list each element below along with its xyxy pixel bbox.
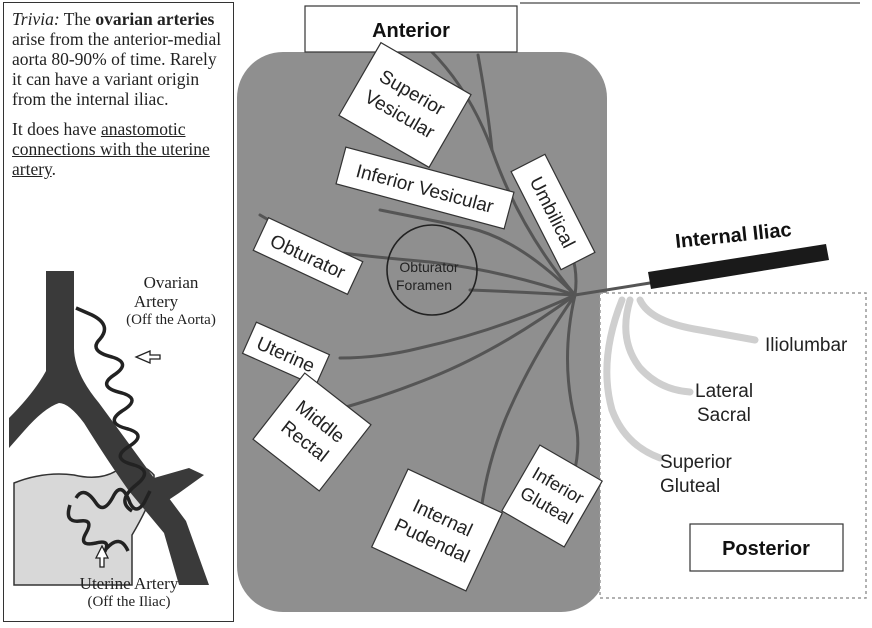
trivia-p1-a: The <box>63 9 91 29</box>
superior-vesicular-box: Superior Vesicular <box>338 41 472 169</box>
ovarian-label-line-1: Ovarian <box>143 273 199 292</box>
posterior-box <box>689 523 844 572</box>
trivia-p2-a: It does have <box>12 119 97 139</box>
trunk-vessel <box>573 281 652 297</box>
internal-iliac-label: Internal Iliac <box>674 219 792 253</box>
middle-rectal-box: Middle Rectal <box>252 372 372 492</box>
superior-gluteal-vessel <box>603 296 664 462</box>
superior-gluteal-line-2: Gluteal <box>660 476 720 497</box>
obturator-vessel-2 <box>468 288 577 297</box>
anterior-label: Anterior <box>372 20 450 42</box>
internal-pudendal-vessel <box>478 293 577 522</box>
aorta-vessel <box>9 271 209 585</box>
trivia-paragraph-1: Trivia: The ovarian arteries arise from … <box>12 9 227 109</box>
anterior-box <box>304 5 518 53</box>
posterior-label: Posterior <box>722 538 810 560</box>
trivia-text: Trivia: The ovarian arteries arise from … <box>12 9 227 189</box>
ovarian-label-line-3: (Off the Aorta) <box>126 312 216 328</box>
lateral-sacral-line-2: Sacral <box>697 405 751 426</box>
obturator-foramen-circle <box>386 224 478 316</box>
iliac-branch <box>154 468 204 503</box>
obturator-foramen-line-2: Foramen <box>396 277 452 293</box>
iliolumbar-vessel <box>636 296 759 344</box>
inferior-gluteal-box: Inferior Gluteal <box>501 444 603 548</box>
trivia-panel: Trivia: The ovarian arteries arise from … <box>3 2 234 622</box>
obturator-foramen-line-1: Obturator <box>399 259 458 275</box>
uterine-vessel <box>338 293 577 360</box>
superior-vesicular-vessel-2 <box>476 53 494 152</box>
trivia-paragraph-2: It does have anastomotic connections wit… <box>12 119 227 179</box>
internal-pudendal-box: Internal Pudendal <box>370 468 504 592</box>
uterine-label-line-2: (Off the Iliac) <box>87 594 171 610</box>
superior-gluteal-line-1: Superior <box>660 452 732 473</box>
uterine-artery <box>66 487 152 554</box>
uterine-artery-label: Uterine Artery (Off the Iliac) <box>44 574 214 612</box>
uterine-label-line-1: Uterine Artery <box>79 574 179 593</box>
internal-iliac-vessel <box>648 244 829 289</box>
trivia-p1-bold: ovarian arteries <box>95 9 215 29</box>
lateral-sacral-vessel <box>622 296 694 396</box>
inferior-vesicular-vessel <box>378 208 577 297</box>
ovarian-label-line-2: Artery <box>133 292 179 311</box>
ovarian-uterine-illustration <box>9 271 209 586</box>
trivia-p1-b: arise from the anterior-medial aorta 80-… <box>12 29 222 109</box>
trivia-p2-underline: anastomotic connections with the uterine… <box>12 119 210 179</box>
iliolumbar-label: Iliolumbar <box>765 335 848 356</box>
middle-rectal-vessel <box>333 293 577 412</box>
trivia-p2-b: . <box>51 159 57 179</box>
ovarian-artery <box>75 306 147 513</box>
ovarian-artery-label: Ovarian Artery (Off the Aorta) <box>108 273 234 330</box>
uterine-arrow-icon <box>94 544 110 568</box>
lateral-sacral-line-1: Lateral <box>695 381 753 402</box>
ovarian-arrow-icon <box>134 350 161 364</box>
trivia-label: Trivia: <box>12 9 60 29</box>
